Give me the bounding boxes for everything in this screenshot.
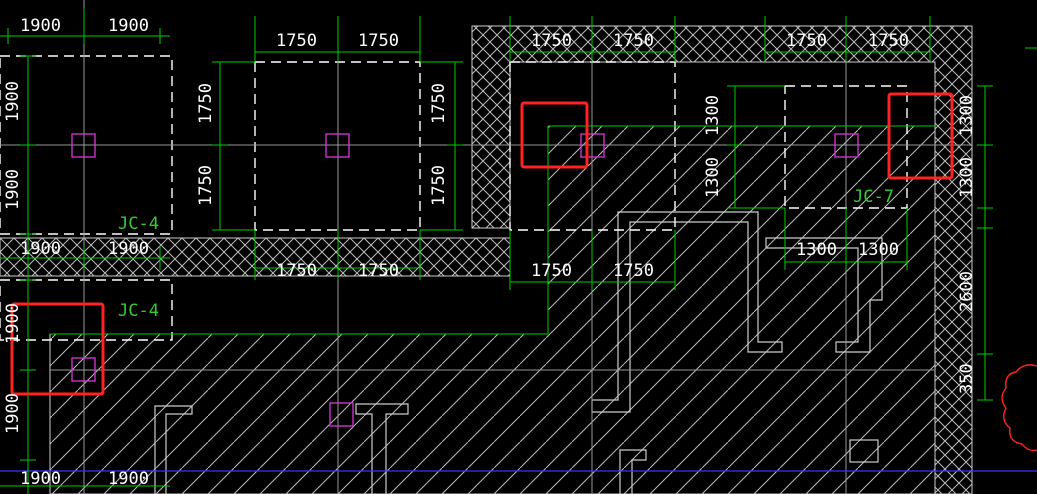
- highlight-box[interactable]: [887, 92, 954, 180]
- dim-text: 1750: [531, 31, 572, 51]
- dim-text: 1300: [796, 240, 837, 260]
- dim-text: 1750: [786, 31, 827, 51]
- highlight-boxes: [10, 92, 954, 396]
- dim-text: 1750: [276, 31, 317, 51]
- revision-cloud-mark: [1001, 364, 1037, 452]
- dim-text: 1750: [613, 31, 654, 51]
- dim-text-vertical: 1900: [3, 81, 23, 122]
- pier-marker: [580, 133, 605, 158]
- dim-text: 1750: [358, 261, 399, 281]
- dim-text: 1750: [276, 261, 317, 281]
- footing-label-jc4-top: JC-4: [118, 214, 159, 234]
- dim-text: 1900: [108, 469, 149, 489]
- highlight-box[interactable]: [520, 101, 589, 169]
- dim-text-vertical: 1300: [703, 157, 723, 198]
- pier-marker: [71, 133, 96, 158]
- pier-marker: [834, 133, 859, 158]
- dim-text: 1750: [868, 31, 909, 51]
- dim-text: 1300: [858, 240, 899, 260]
- dim-text-vertical: 1300: [957, 157, 977, 198]
- pier-marker: [329, 402, 354, 427]
- dim-text: 1750: [358, 31, 399, 51]
- dim-text-vertical: 2600: [957, 271, 977, 312]
- dim-text-vertical: 1750: [429, 83, 449, 124]
- dim-text-vertical: 1900: [3, 303, 23, 344]
- dim-text: 1900: [108, 16, 149, 36]
- dim-text-vertical: 1750: [196, 165, 216, 206]
- footing-label-jc7: JC-7: [853, 187, 894, 207]
- highlight-box[interactable]: [10, 302, 105, 396]
- dim-text-vertical: 1300: [703, 95, 723, 136]
- dim-text-vertical: 1750: [429, 165, 449, 206]
- dim-text-vertical: 350: [957, 363, 977, 394]
- pier-markers: [71, 133, 859, 427]
- dim-text-vertical: 1750: [196, 83, 216, 124]
- dimension-lines: [0, 8, 1037, 494]
- dim-text-vertical: 1900: [3, 393, 23, 434]
- pier-marker: [325, 133, 350, 158]
- dim-text: 1900: [20, 469, 61, 489]
- footing-label-jc4-left: JC-4: [118, 301, 159, 321]
- pier-marker: [71, 357, 96, 382]
- dim-text-vertical: 1900: [3, 169, 23, 210]
- dim-text: 1750: [613, 261, 654, 281]
- dim-text: 1900: [20, 16, 61, 36]
- dim-text: 1900: [108, 239, 149, 259]
- dim-text: 1900: [20, 239, 61, 259]
- dim-text: 1750: [531, 261, 572, 281]
- dim-text-vertical: 1300: [957, 95, 977, 136]
